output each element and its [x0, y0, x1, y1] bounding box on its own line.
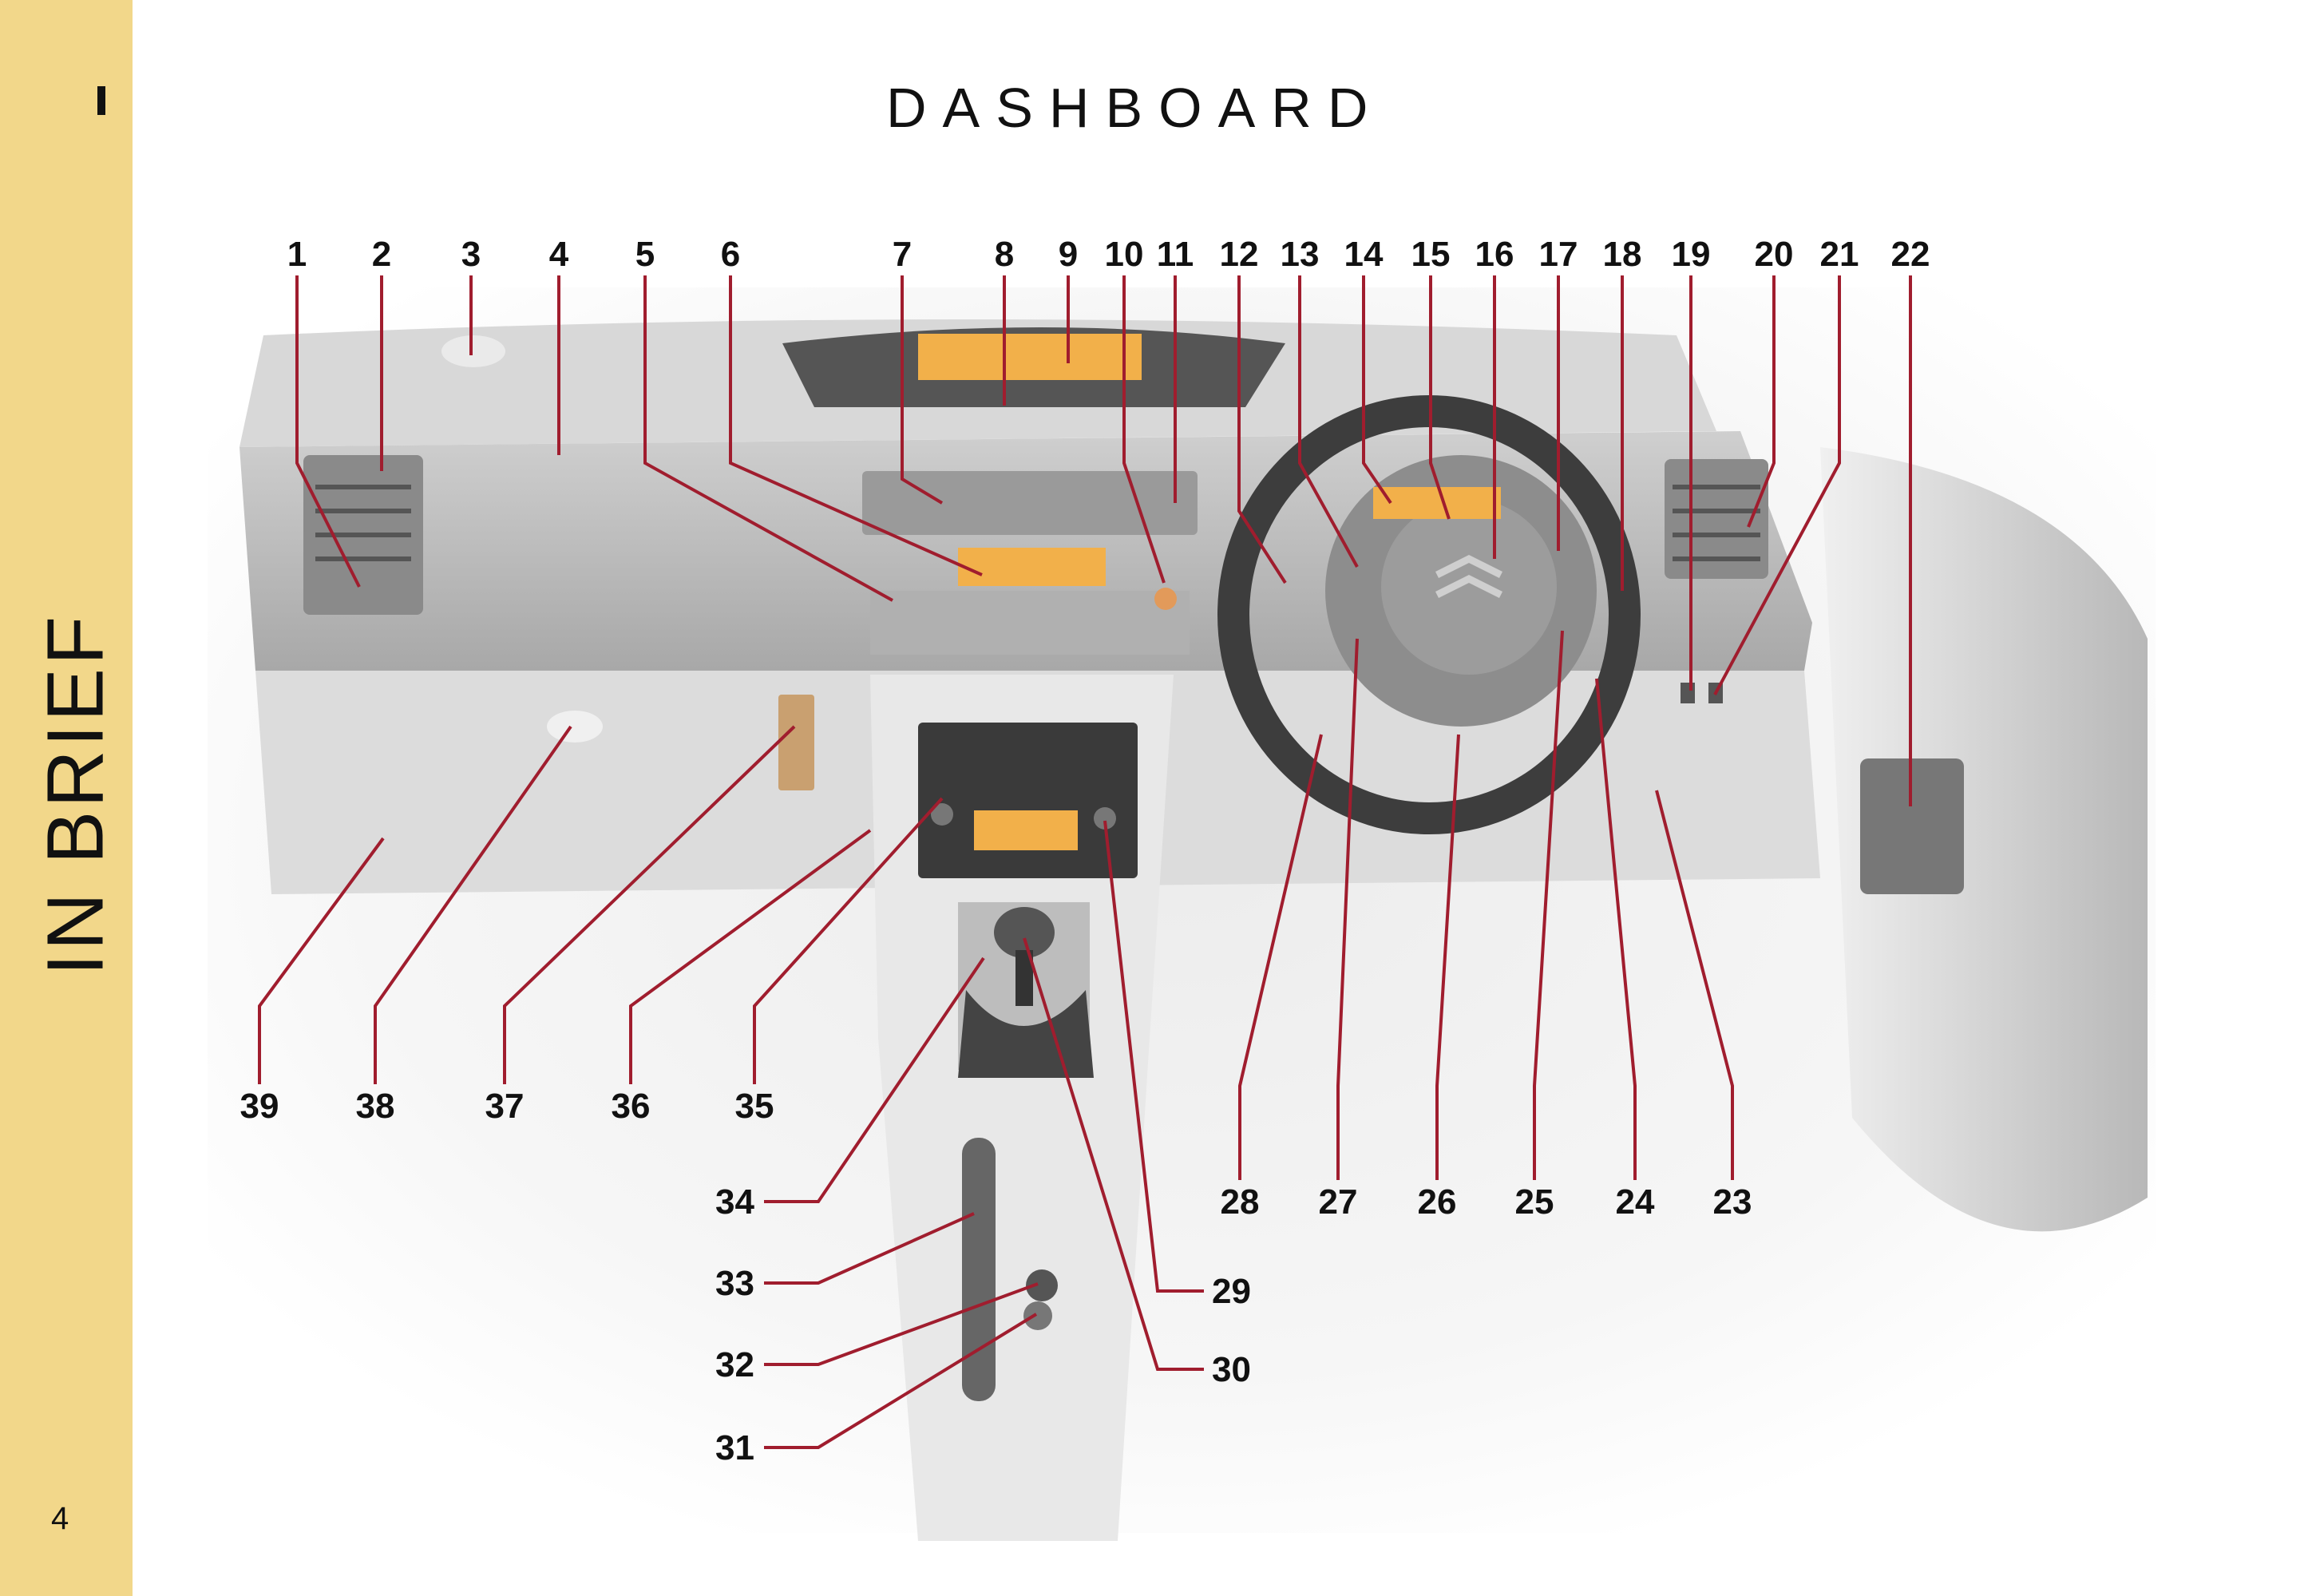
leader-line-6: [729, 275, 983, 576]
callout-3: 3: [461, 235, 481, 274]
leader-line-12: [1237, 275, 1287, 584]
leader-line-37: [503, 725, 796, 1084]
brand-logo: [1435, 554, 1503, 599]
leader-line-28: [1238, 734, 1323, 1180]
audio-unit: [918, 723, 1138, 878]
page-title: DASHBOARD: [886, 77, 1384, 139]
callout-9: 9: [1059, 235, 1078, 274]
sidebar: IN BRIEF 4: [0, 0, 133, 1596]
leader-line-25: [1533, 630, 1564, 1180]
leader-line-7: [901, 275, 944, 505]
callout-15: 15: [1411, 235, 1451, 274]
callout-14: 14: [1344, 235, 1384, 274]
console-switch-lower: [1023, 1301, 1052, 1330]
callout-29: 29: [1212, 1272, 1251, 1311]
callout-36: 36: [612, 1087, 651, 1126]
leader-line-35: [753, 797, 944, 1084]
centre-panel: [870, 591, 1190, 655]
leader-line-29: [1103, 820, 1204, 1293]
leader-line-14: [1362, 275, 1392, 505]
dashboard-switch: [1681, 683, 1695, 703]
leader-line-15: [1429, 275, 1451, 520]
leader-line-20: [1747, 275, 1776, 528]
callout-23: 23: [1713, 1182, 1752, 1222]
callout-18: 18: [1603, 235, 1642, 274]
callout-28: 28: [1221, 1182, 1260, 1222]
upper-display: [918, 334, 1142, 380]
callout-5: 5: [635, 235, 655, 274]
callout-19: 19: [1672, 235, 1711, 274]
centre-vents: [862, 471, 1198, 535]
callout-1: 1: [287, 235, 307, 274]
audio-knob-right: [1094, 807, 1116, 830]
callout-20: 20: [1755, 235, 1794, 274]
instrument-display: [1373, 487, 1501, 519]
callout-39: 39: [240, 1087, 279, 1126]
airbag-cover: [1381, 499, 1557, 675]
callout-33: 33: [715, 1264, 754, 1303]
leader-line-21: [1713, 275, 1841, 695]
leader-line-33: [764, 1212, 975, 1285]
console-switch-upper: [1026, 1269, 1058, 1301]
leader-line-34: [764, 956, 985, 1203]
leader-line-5: [643, 275, 893, 602]
callout-other-group: 28 27 26 25 24 23 39 38 37 36 35 34 33 32 31 29 30: [240, 1087, 1752, 1467]
callout-7: 7: [893, 235, 912, 274]
callout-17: 17: [1539, 235, 1578, 274]
leader-line-38: [374, 725, 572, 1084]
page-number: 4: [51, 1501, 69, 1536]
callout-32: 32: [715, 1345, 754, 1384]
leader-line-23: [1655, 790, 1734, 1180]
leader-line-26: [1435, 734, 1460, 1180]
callout-6: 6: [721, 235, 740, 274]
callout-38: 38: [356, 1087, 395, 1126]
callout-4: 4: [549, 235, 569, 274]
driver-door: [1820, 447, 2148, 1232]
callout-12: 12: [1220, 235, 1259, 274]
leader-line-1: [295, 275, 361, 588]
callout-31: 31: [715, 1428, 754, 1467]
speaker-grille: [441, 335, 505, 367]
callout-24: 24: [1616, 1182, 1655, 1222]
chapter-mark: [97, 86, 105, 115]
callout-11: 11: [1157, 235, 1194, 274]
callout-25: 25: [1515, 1182, 1554, 1222]
callout-27: 27: [1319, 1182, 1358, 1222]
leader-line-30: [1023, 937, 1204, 1371]
callout-2: 2: [372, 235, 391, 274]
leader-line-10: [1122, 275, 1166, 584]
callout-22: 22: [1891, 235, 1930, 274]
centre-display: [958, 548, 1106, 586]
leader-lines: [258, 275, 1912, 1449]
leader-line-39: [258, 837, 385, 1084]
leader-line-24: [1595, 678, 1637, 1180]
passenger-airbag-switch: [778, 695, 814, 790]
callout-10: 10: [1105, 235, 1144, 274]
glovebox-handle: [547, 711, 603, 743]
callout-30: 30: [1212, 1350, 1251, 1389]
callout-8: 8: [995, 235, 1014, 274]
gear-knob: [994, 907, 1055, 958]
leader-line-32: [764, 1282, 1039, 1366]
callout-34: 34: [715, 1182, 754, 1222]
leader-line-36: [629, 829, 872, 1084]
callout-16: 16: [1475, 235, 1514, 274]
gear-stick: [1015, 950, 1033, 1006]
audio-display: [974, 810, 1078, 850]
callout-13: 13: [1281, 235, 1320, 274]
callout-26: 26: [1418, 1182, 1457, 1222]
callout-35: 35: [735, 1087, 774, 1126]
hazard-button: [1154, 588, 1177, 610]
callout-21: 21: [1820, 235, 1859, 274]
leader-line-27: [1336, 638, 1359, 1180]
window-switch-panel: [1860, 758, 1964, 894]
audio-knob-left: [931, 803, 953, 826]
callout-37: 37: [485, 1087, 525, 1126]
leader-line-31: [764, 1313, 1038, 1449]
handbrake-lever: [962, 1138, 996, 1401]
centre-console: [870, 675, 1174, 1541]
leader-line-13: [1298, 275, 1359, 568]
